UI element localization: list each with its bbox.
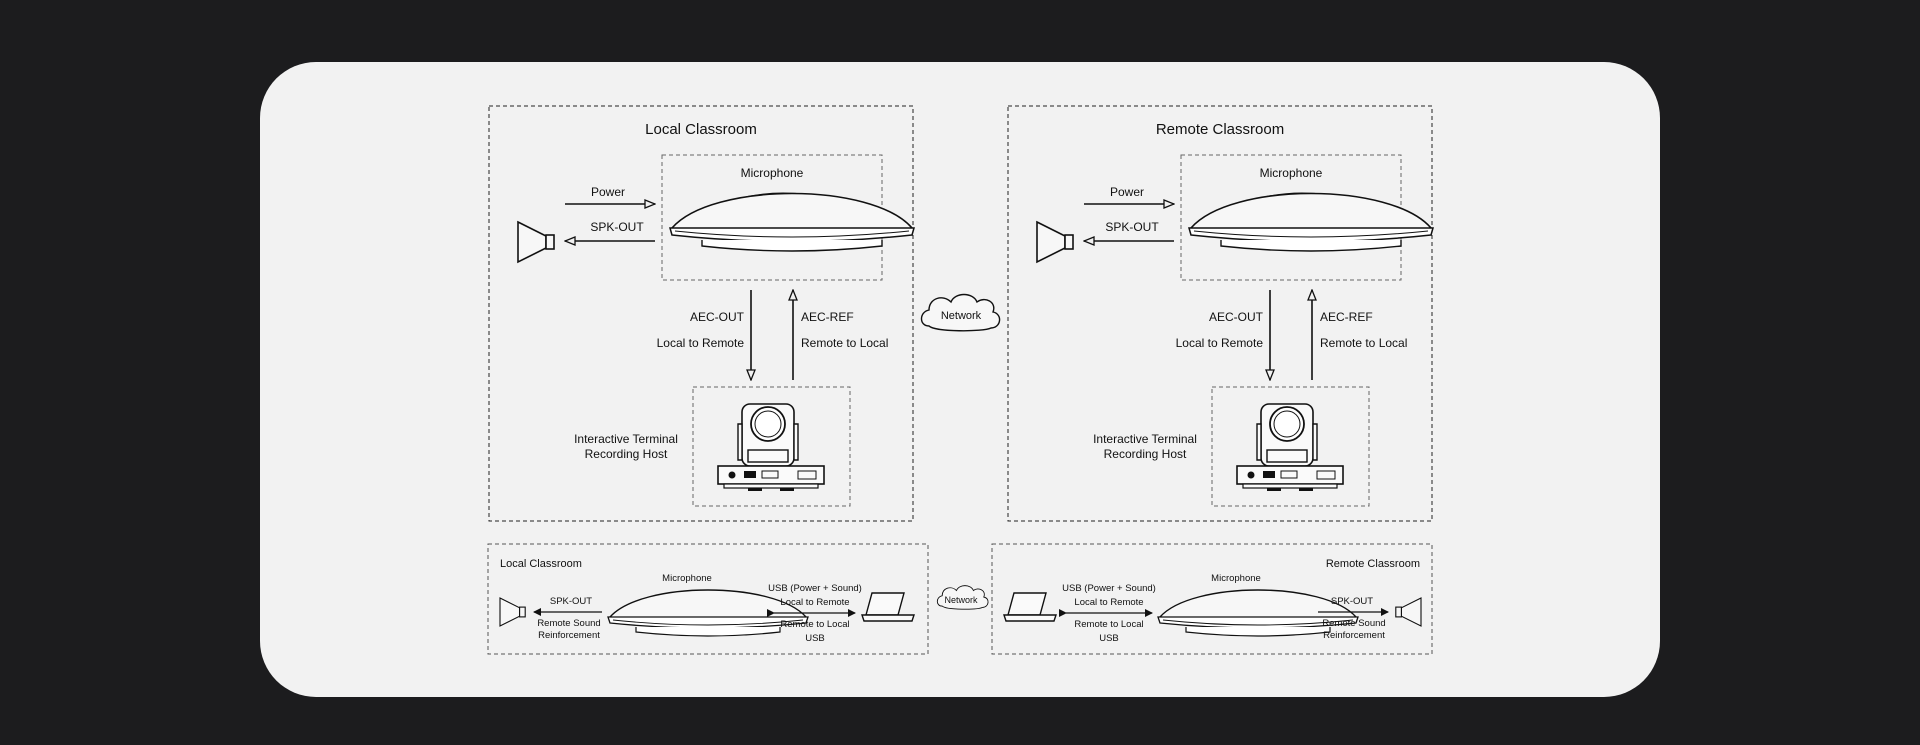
bottom-local-laptop-icon [861,592,915,622]
bottom-local-usb-label: USB [805,633,825,644]
bottom-local-title: Local Classroom [500,558,582,570]
bottom-remote-usb-power-sound: USB (Power + Sound) [1062,583,1156,594]
top-remote-host-line2: Recording Host [1104,447,1187,461]
top-remote-remote-to-local: Remote to Local [1320,336,1407,350]
top-remote-power-label: Power [1110,185,1144,199]
bottom-remote-reinforcement-line2: Reinforcement [1323,630,1385,641]
bottom-network: Network [936,585,989,610]
bottom-local-speaker-icon [499,597,526,627]
top-local-panel: Local Classroom Microphone Power SPK-OUT… [488,105,915,522]
bottom-local-mic-label: Microphone [662,573,712,584]
top-local-host-box [692,386,851,507]
top-remote-camera-host-icon [1236,403,1344,492]
top-local-host-line2: Recording Host [585,447,668,461]
top-network-label: Network [941,310,982,322]
top-local-local-to-remote: Local to Remote [657,336,745,350]
bottom-local-local-to-remote: Local to Remote [780,597,849,608]
top-local-host-line1: Interactive Terminal [574,432,678,446]
top-remote-host-line1: Interactive Terminal [1093,432,1197,446]
bottom-remote-spkout-label: SPK-OUT [1331,596,1373,607]
top-local-spkout-label: SPK-OUT [590,220,644,234]
top-local-power-label: Power [591,185,625,199]
bottom-remote-usb-label: USB [1099,633,1119,644]
top-remote-microphone-icon [1188,192,1434,252]
bottom-remote-mic-label: Microphone [1211,573,1261,584]
top-local-mic-label: Microphone [741,166,804,180]
bottom-remote-panel: Remote Classroom USB (Power + Sound) Loc… [991,543,1433,655]
bottom-remote-laptop-icon [1003,592,1057,622]
bottom-remote-title: Remote Classroom [1326,558,1420,570]
bottom-remote-local-to-remote: Local to Remote [1074,597,1143,608]
top-remote-aecout-label: AEC-OUT [1209,310,1264,324]
bottom-network-label: Network [944,595,978,605]
top-local-title: Local Classroom [645,121,757,138]
top-remote-local-to-remote: Local to Remote [1176,336,1264,350]
bottom-remote-remote-to-local: Remote to Local [1074,619,1143,630]
top-remote-host-box [1211,386,1370,507]
bottom-local-remote-to-local: Remote to Local [780,619,849,630]
bottom-remote-speaker-icon [1395,597,1422,627]
top-remote-title: Remote Classroom [1156,121,1284,138]
bottom-local-reinforcement-line1: Remote Sound [537,618,600,629]
top-local-aecout-label: AEC-OUT [690,310,745,324]
top-remote-panel: Remote Classroom Microphone Power SPK-OU… [1007,105,1434,522]
bottom-local-reinforcement-line2: Reinforcement [538,630,600,641]
top-network: Network [920,293,1001,332]
top-local-microphone-icon [669,192,915,252]
top-local-remote-to-local: Remote to Local [801,336,888,350]
top-remote-spkout-label: SPK-OUT [1105,220,1159,234]
bottom-local-usb-power-sound: USB (Power + Sound) [768,583,862,594]
top-local-speaker-icon [517,221,555,263]
top-remote-mic-label: Microphone [1260,166,1323,180]
top-remote-speaker-icon [1036,221,1074,263]
bottom-local-panel: Local Classroom SPK-OUT Remote Sound Rei… [487,543,929,655]
bottom-remote-reinforcement-line1: Remote Sound [1322,618,1385,629]
top-remote-aecref-label: AEC-REF [1320,310,1373,324]
top-local-camera-host-icon [717,403,825,492]
bottom-local-spkout-label: SPK-OUT [550,596,592,607]
top-local-aecref-label: AEC-REF [801,310,854,324]
